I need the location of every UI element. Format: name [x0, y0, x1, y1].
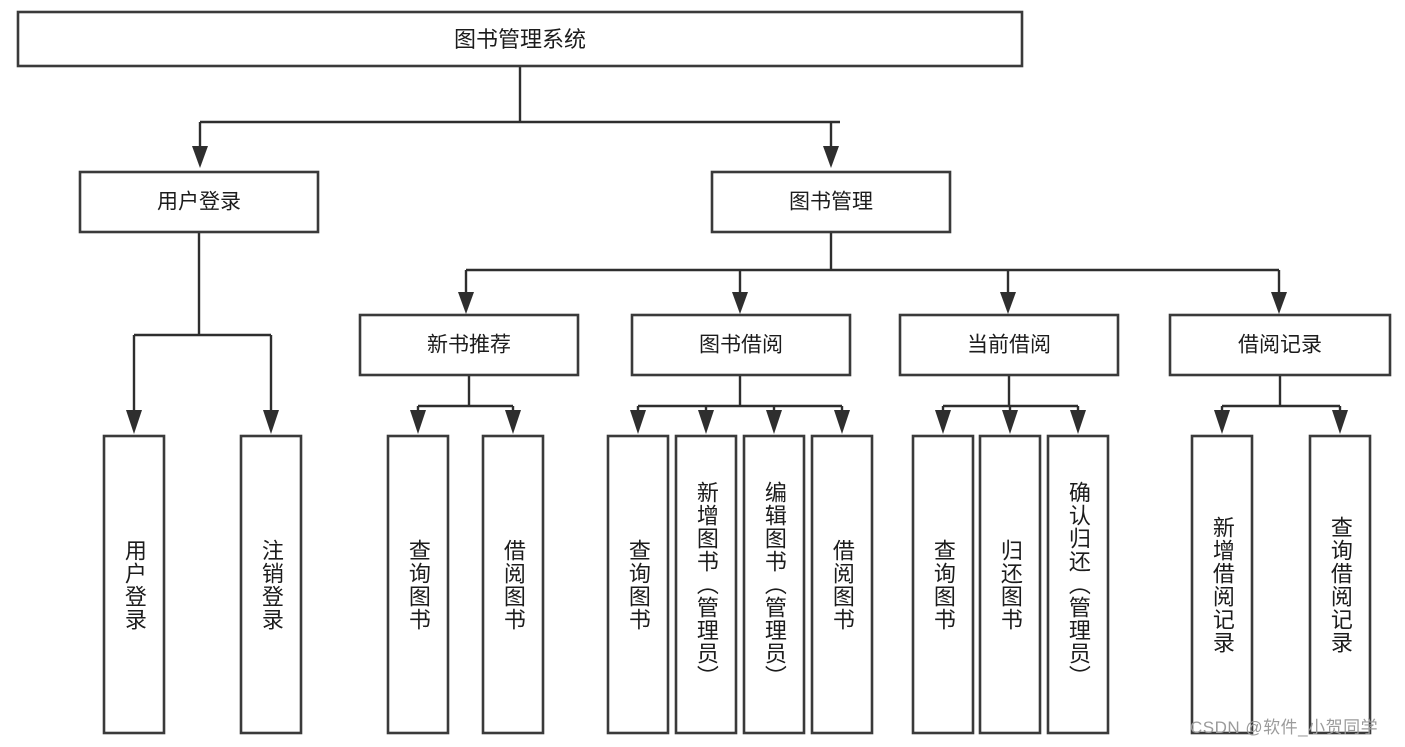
- leaf-query-book-1-box[interactable]: [386, 434, 450, 735]
- arrowhead-borrow-record: [1271, 292, 1287, 314]
- node-book-manage[interactable]: 图书管理: [710, 170, 952, 234]
- arrowhead-leaf-query-book-2: [630, 410, 646, 434]
- leaf-edit-book-box[interactable]: [742, 434, 806, 735]
- connector-current-borrow-to-leaves: [935, 375, 1086, 434]
- arrowhead-current-borrow: [1000, 292, 1016, 314]
- node-book-manage-label: 图书管理: [789, 191, 873, 214]
- leaf-query-record-box[interactable]: [1308, 434, 1372, 735]
- leaf-query-book-3-box[interactable]: [911, 434, 975, 735]
- connector-root-to-level2: [192, 66, 840, 168]
- csdn-watermark: CSDN @软件_小贺同学: [1190, 718, 1379, 737]
- connector-book-borrow-to-leaves: [630, 375, 850, 434]
- arrowhead-leaf-query-book-1: [410, 410, 426, 434]
- connector-new-book-recommend-to-leaves: [410, 375, 521, 434]
- node-new-book-recommend[interactable]: 新书推荐: [358, 313, 580, 377]
- arrowhead-new-book-recommend: [458, 292, 474, 314]
- node-borrow-record[interactable]: 借阅记录: [1168, 313, 1392, 377]
- node-current-borrow[interactable]: 当前借阅: [898, 313, 1120, 377]
- arrowhead-leaf-borrow-book-1: [505, 410, 521, 434]
- arrowhead-leaf-edit-book: [766, 410, 782, 434]
- node-user-login-box[interactable]: [78, 170, 320, 234]
- node-book-manage-box[interactable]: [710, 170, 952, 234]
- leaf-borrow-book-1-box[interactable]: [481, 434, 545, 735]
- leaf-user-login-box[interactable]: [102, 434, 166, 735]
- arrowhead-leaf-query-record: [1332, 410, 1348, 434]
- node-current-borrow-box[interactable]: [898, 313, 1120, 377]
- node-root[interactable]: 图书管理系统: [16, 10, 1024, 68]
- arrowhead-leaf-user-login: [126, 410, 142, 434]
- arrowhead-leaf-borrow-book-2: [834, 410, 850, 434]
- node-user-login-label: 用户登录: [157, 191, 241, 214]
- node-root-label: 图书管理系统: [454, 27, 586, 52]
- leaf-add-book-box[interactable]: [674, 434, 738, 735]
- leaf-user-logout-box[interactable]: [239, 434, 303, 735]
- leaf-query-book-2-box[interactable]: [606, 434, 670, 735]
- leaf-confirm-return-box[interactable]: [1046, 434, 1110, 735]
- node-book-borrow-label: 图书借阅: [699, 334, 783, 357]
- node-book-borrow[interactable]: 图书借阅: [630, 313, 852, 377]
- leaf-boxes: [102, 434, 1372, 735]
- arrowhead-leaf-add-book: [698, 410, 714, 434]
- leaf-add-record-box[interactable]: [1190, 434, 1254, 735]
- node-new-book-recommend-box[interactable]: [358, 313, 580, 377]
- connector-user-login-to-leaves: [126, 232, 279, 434]
- node-borrow-record-label: 借阅记录: [1238, 334, 1322, 357]
- arrowhead-book-manage: [823, 146, 839, 168]
- node-book-borrow-box[interactable]: [630, 313, 852, 377]
- arrowhead-leaf-query-book-3: [935, 410, 951, 434]
- arrowhead-leaf-user-logout: [263, 410, 279, 434]
- node-current-borrow-label: 当前借阅: [967, 334, 1051, 357]
- node-borrow-record-box[interactable]: [1168, 313, 1392, 377]
- leaf-borrow-book-2-box[interactable]: [810, 434, 874, 735]
- node-root-box[interactable]: [16, 10, 1024, 68]
- arrowhead-user-login: [192, 146, 208, 168]
- arrowhead-leaf-return-book: [1002, 410, 1018, 434]
- connector-borrow-record-to-leaves: [1214, 375, 1348, 434]
- node-user-login[interactable]: 用户登录: [78, 170, 320, 234]
- arrowhead-leaf-confirm-return: [1070, 410, 1086, 434]
- arrowhead-leaf-add-record: [1214, 410, 1230, 434]
- connector-book-manage-to-level3: [458, 232, 1287, 314]
- leaf-return-book-box[interactable]: [978, 434, 1042, 735]
- node-new-book-recommend-label: 新书推荐: [427, 334, 511, 357]
- arrowhead-book-borrow: [732, 292, 748, 314]
